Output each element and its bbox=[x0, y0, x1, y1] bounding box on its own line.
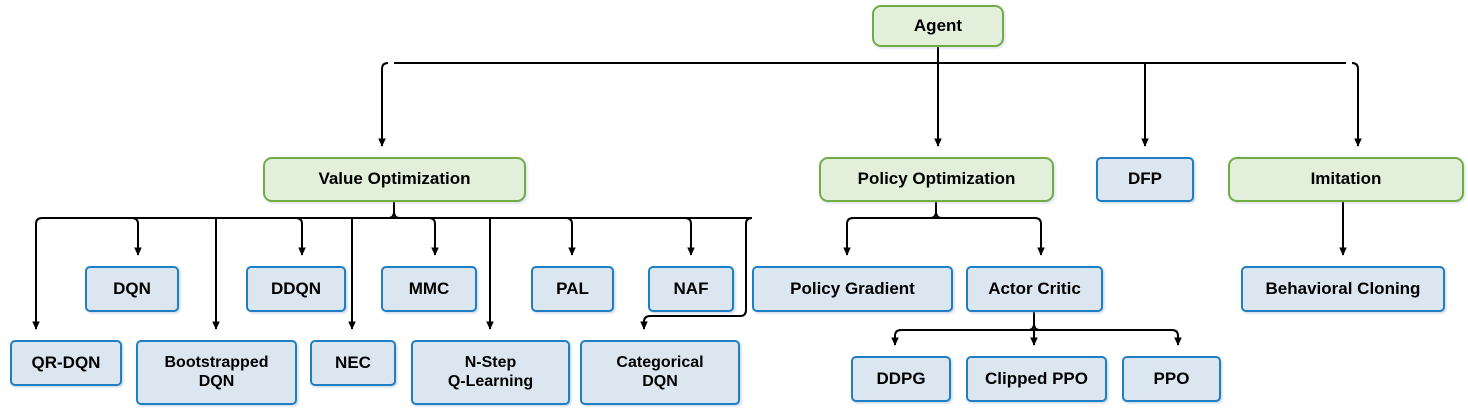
edge-vo-to-ddqn bbox=[295, 217, 306, 256]
node-label: Policy Gradient bbox=[790, 278, 915, 298]
node-policy-optimization[interactable]: Policy Optimization bbox=[819, 157, 1054, 202]
edge-vo-to-qr-dqn bbox=[32, 217, 43, 330]
node-dfp[interactable]: DFP bbox=[1096, 157, 1194, 202]
edge-vo-to-mmc bbox=[428, 217, 439, 256]
node-label: Imitation bbox=[1310, 169, 1382, 189]
node-imitation[interactable]: Imitation bbox=[1228, 157, 1464, 202]
node-label: Bootstrapped DQN bbox=[164, 353, 269, 390]
node-label: DFP bbox=[1128, 169, 1162, 189]
node-mmc[interactable]: MMC bbox=[381, 266, 477, 312]
node-label: QR-DQN bbox=[31, 352, 101, 372]
node-label: DDPG bbox=[876, 368, 926, 388]
node-bootstrapped-dqn[interactable]: Bootstrapped DQN bbox=[136, 340, 297, 405]
node-ddqn[interactable]: DDQN bbox=[246, 266, 346, 312]
node-nec[interactable]: NEC bbox=[310, 340, 396, 386]
edge-agent-to-value-optimization bbox=[378, 62, 389, 147]
edge-vo-to-dqn bbox=[131, 217, 142, 256]
node-label: PPO bbox=[1153, 368, 1190, 388]
node-n-step-q-learning[interactable]: N-Step Q-Learning bbox=[411, 340, 570, 405]
node-behavioral-cloning[interactable]: Behavioral Cloning bbox=[1241, 266, 1445, 312]
node-agent[interactable]: Agent bbox=[872, 5, 1004, 47]
node-label: Categorical DQN bbox=[616, 353, 704, 390]
edge-ac-stub-left bbox=[1027, 312, 1035, 331]
node-label: DDQN bbox=[270, 278, 322, 298]
node-actor-critic[interactable]: Actor Critic bbox=[966, 266, 1103, 312]
node-label: Clipped PPO bbox=[985, 368, 1088, 388]
node-ddpg[interactable]: DDPG bbox=[851, 356, 951, 402]
node-label: MMC bbox=[408, 278, 450, 298]
edge-vo-stub-left bbox=[387, 202, 395, 219]
node-pal[interactable]: PAL bbox=[531, 266, 614, 312]
edge-vo-stub-right bbox=[393, 202, 401, 219]
node-clipped-ppo[interactable]: Clipped PPO bbox=[966, 356, 1107, 402]
node-categorical-dqn[interactable]: Categorical DQN bbox=[580, 340, 740, 405]
node-qr-dqn[interactable]: QR-DQN bbox=[10, 340, 122, 386]
edge-po-stub-right bbox=[935, 202, 943, 219]
edge-po-to-policy-gradient bbox=[843, 217, 854, 256]
edge-ac-to-ppo bbox=[1171, 329, 1182, 346]
edge-agent-to-imitation bbox=[1351, 62, 1362, 147]
node-policy-gradient[interactable]: Policy Gradient bbox=[752, 266, 953, 312]
node-naf[interactable]: NAF bbox=[648, 266, 734, 312]
node-label: N-Step Q-Learning bbox=[447, 353, 534, 390]
node-label: Agent bbox=[913, 15, 963, 35]
node-label: NEC bbox=[335, 352, 371, 372]
edge-vo-to-naf bbox=[684, 217, 695, 256]
node-label: Actor Critic bbox=[988, 278, 1081, 298]
node-ppo[interactable]: PPO bbox=[1122, 356, 1221, 402]
node-value-optimization[interactable]: Value Optimization bbox=[263, 157, 526, 202]
node-label: Behavioral Cloning bbox=[1265, 278, 1421, 298]
node-dqn[interactable]: DQN bbox=[85, 266, 179, 312]
node-label: PAL bbox=[556, 278, 589, 298]
node-label: DQN bbox=[113, 278, 151, 298]
edge-vo-to-pal bbox=[565, 217, 576, 256]
node-label: NAF bbox=[673, 278, 709, 298]
node-label: Value Optimization bbox=[318, 169, 471, 189]
edge-po-to-actor-critic bbox=[1034, 217, 1045, 256]
edge-po-stub-left bbox=[929, 202, 937, 219]
node-label: Policy Optimization bbox=[857, 169, 1016, 189]
edge-ac-stub-right bbox=[1033, 312, 1041, 331]
edge-ac-to-ddpg bbox=[891, 329, 902, 346]
